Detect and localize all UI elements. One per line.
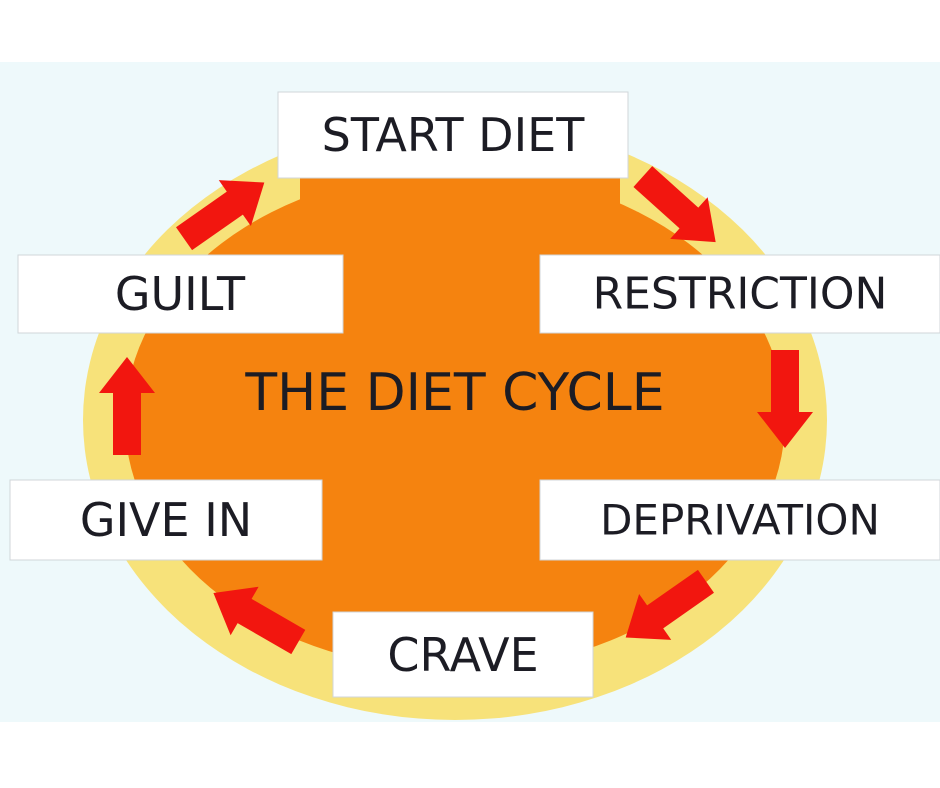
stage-label-give-in: GIVE IN [80, 493, 252, 547]
arrow-icon [633, 166, 716, 243]
arrow-icon [213, 586, 306, 655]
stage-label-start-diet: START DIET [322, 108, 586, 162]
stage-box-give-in [9, 479, 323, 561]
stage-box-deprivation [539, 479, 940, 561]
stage-box-start-diet [277, 91, 629, 179]
stage-box-restriction [539, 254, 940, 334]
diagram-title: THE DIET CYCLE [244, 363, 664, 423]
stage-box-guilt [17, 254, 344, 334]
arrow-icon [757, 350, 813, 448]
stage-label-deprivation: DEPRIVATION [600, 496, 880, 545]
stage-label-crave: CRAVE [387, 628, 538, 682]
arrow-icon [625, 569, 714, 640]
stage-label-restriction: RESTRICTION [593, 269, 888, 320]
stage-label-guilt: GUILT [115, 267, 246, 321]
arrow-icon [176, 180, 265, 251]
stage-box-crave [332, 611, 594, 698]
arrow-icon [99, 357, 155, 455]
